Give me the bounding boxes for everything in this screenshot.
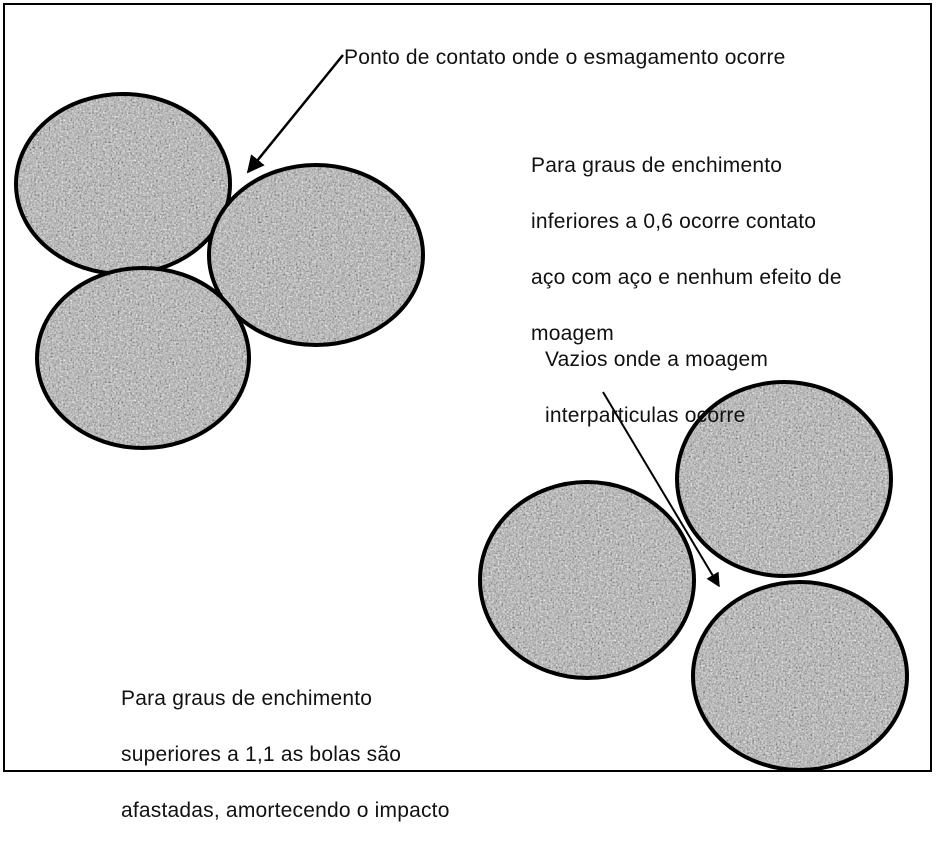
high-fill-ball-group bbox=[478, 380, 909, 772]
voids-label: Vazios onde a moagem interparticulas oco… bbox=[545, 348, 769, 427]
ball-middle-right bbox=[207, 163, 425, 347]
voids-arrow bbox=[602, 391, 720, 588]
contact-point-label: Ponto de contato onde o esmagamento ocor… bbox=[344, 46, 786, 69]
high-fill-label: Para graus de enchimento superiores a 1,… bbox=[121, 687, 450, 822]
diagram-canvas bbox=[14, 54, 909, 772]
ball-top-left bbox=[14, 92, 232, 276]
contact-arrow bbox=[246, 54, 344, 174]
ball-upper-right bbox=[675, 380, 893, 578]
ball-lower-right bbox=[691, 580, 909, 772]
low-fill-label: Para graus de enchimento inferiores a 0,… bbox=[531, 154, 842, 345]
ball-middle-left bbox=[478, 480, 696, 680]
low-fill-ball-group bbox=[14, 92, 425, 450]
ball-bottom-left bbox=[35, 266, 251, 450]
